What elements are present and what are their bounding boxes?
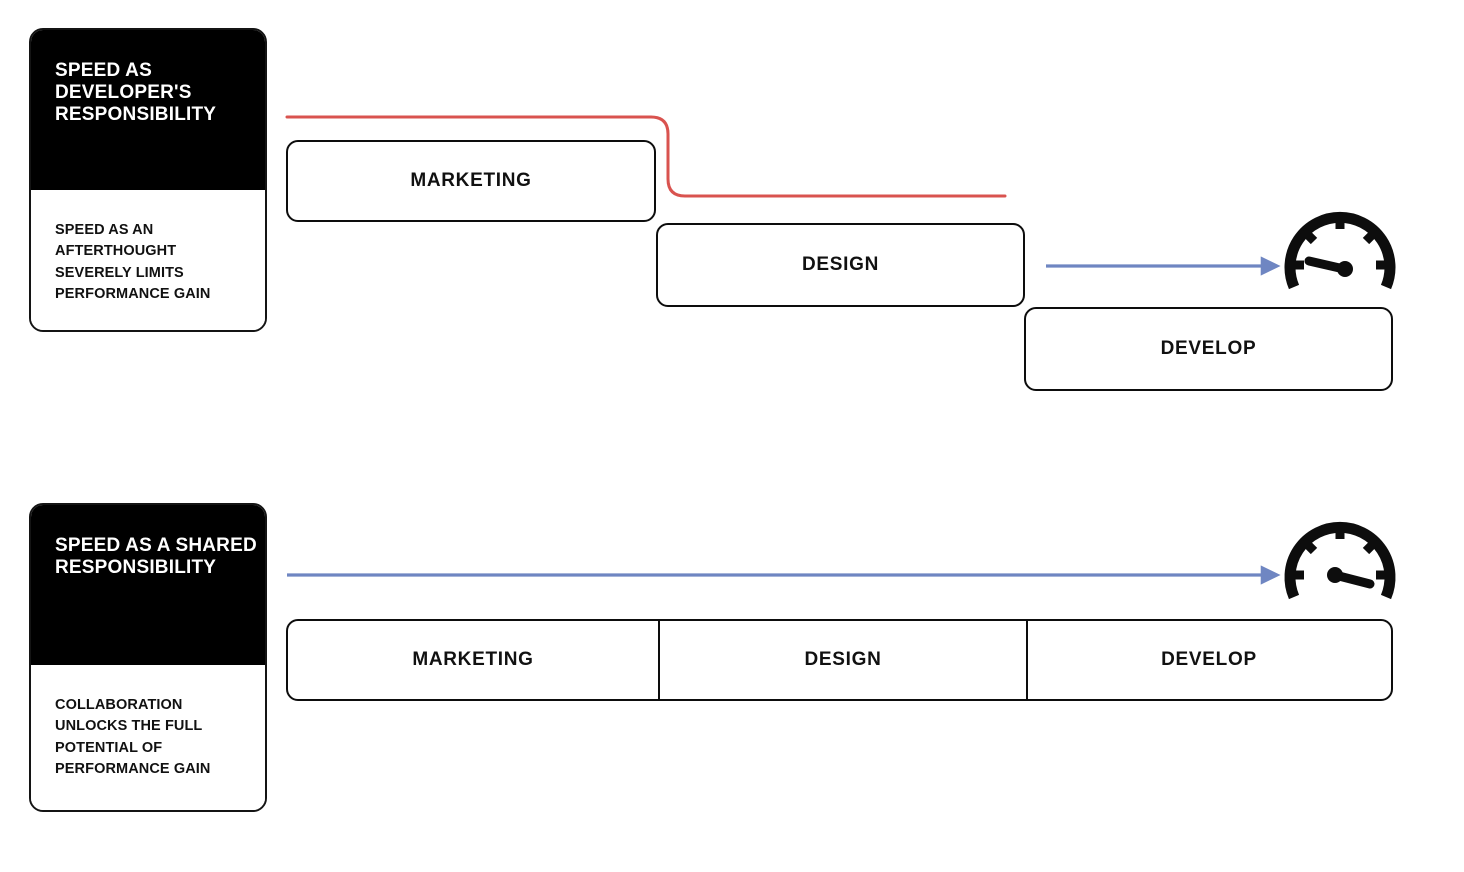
stage-design-2[interactable]: DESIGN [658, 621, 1026, 699]
stage-develop[interactable]: DEVELOP [1024, 307, 1393, 391]
speedometer-low-icon [1284, 211, 1396, 290]
stage-marketing[interactable]: MARKETING [286, 140, 656, 222]
stage-design-2-label: DESIGN [804, 649, 882, 670]
card-body-text: SPEED AS AN AFTERTHOUGHT SEVERELY LIMITS… [31, 190, 265, 330]
card-header-title: SPEED AS DEVELOPER'S RESPONSIBILITY [31, 30, 265, 190]
stage-marketing-label: MARKETING [410, 170, 532, 191]
stage-design-label: DESIGN [801, 254, 880, 275]
stage-develop-label: DEVELOP [1160, 338, 1257, 359]
stage-develop-2-label: DEVELOP [1161, 649, 1257, 670]
stage-design[interactable]: DESIGN [656, 223, 1025, 307]
card-body-text-2: COLLABORATION UNLOCKS THE FULL POTENTIAL… [31, 665, 265, 810]
stage-develop-2[interactable]: DEVELOP [1026, 621, 1390, 699]
combined-stage-bar: MARKETING DESIGN DEVELOP [286, 619, 1393, 701]
card-shared-responsibility: SPEED AS A SHARED RESPONSIBILITY COLLABO… [29, 503, 267, 812]
stage-marketing-2-label: MARKETING [412, 649, 534, 670]
stage-marketing-2[interactable]: MARKETING [288, 621, 658, 699]
card-developer-responsibility: SPEED AS DEVELOPER'S RESPONSIBILITY SPEE… [29, 28, 267, 332]
speedometer-high-icon [1284, 521, 1396, 600]
card-header-title-2: SPEED AS A SHARED RESPONSIBILITY [31, 505, 265, 665]
